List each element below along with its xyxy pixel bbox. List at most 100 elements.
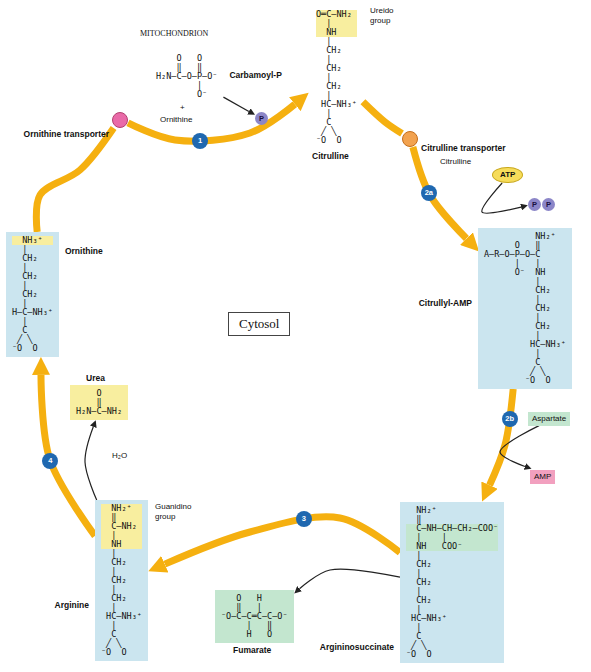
structure-row: | <box>12 263 53 272</box>
structure-row: O H <box>221 594 288 603</box>
step-number: 3 <box>296 511 312 527</box>
structure-row: ⁻O O <box>316 136 357 145</box>
structure-row: C <box>101 630 142 639</box>
structure-row: | <box>406 551 498 560</box>
structure-row: CH₂ <box>316 46 357 55</box>
aspartate-box: Aspartate <box>528 412 570 426</box>
step-holder: 3 <box>296 511 312 527</box>
structure-row: NH₂⁺ <box>101 504 142 513</box>
molecule-box: O H ‖ |⁻O—C—C═C—C—O⁻ | ‖ H OFumarate <box>215 590 294 643</box>
structure-row: ╱ ╲ <box>406 641 498 650</box>
structure-row: H₂N—C—O—P—O⁻ <box>156 72 217 81</box>
structure-row: C—NH—CH—CH₂—COO⁻ <box>406 524 498 533</box>
free-label: + <box>180 103 185 113</box>
structure-row: | <box>316 19 357 28</box>
side-arrow <box>500 426 539 467</box>
molecule-name: Urea <box>86 373 105 383</box>
outer-membrane <box>72 3 538 147</box>
structure-row: | <box>12 245 53 254</box>
molecule-name: Ornithine <box>65 246 103 256</box>
structure-row: NH₂⁺ <box>406 506 498 515</box>
structure-row: | <box>101 621 142 630</box>
molecule-name: Fumarate <box>233 645 271 655</box>
label-holder: Ornithine <box>160 115 192 125</box>
structure-row: | <box>484 349 566 358</box>
organelle-name: MITOCHONDRION <box>140 29 208 38</box>
molecule-name: Arginine <box>55 600 89 610</box>
structure-row: ⁻O O <box>484 376 566 385</box>
structure-row: ⁻O O <box>101 648 142 657</box>
molecule-name: Ornithine transporter <box>24 129 109 139</box>
structure-row: ⁻O O <box>12 344 53 353</box>
structure-row: NH <box>316 28 357 37</box>
molecule-box: NH₂⁺ O ‖A—R—O—P—O—C | | O⁻ NH | CH₂ | CH… <box>478 228 572 389</box>
name-holder: Fumarate <box>233 645 271 655</box>
structure-row: CH₂ <box>12 254 53 263</box>
molecule-name: Citrulline transporter <box>421 143 506 153</box>
crista <box>442 123 468 136</box>
structure-row: HC—NH₃⁺ <box>316 100 357 109</box>
free-label: Citrulline <box>440 157 471 167</box>
structure-row: | <box>406 623 498 632</box>
name-holder: Carbamoyl-P <box>229 70 281 80</box>
step-holder: 4 <box>42 453 58 469</box>
free-label: Guanidino group <box>155 502 201 522</box>
structure-row: | <box>101 549 142 558</box>
inner-membrane <box>83 13 527 137</box>
structure-row: CH₂ <box>101 594 142 603</box>
structure-row: | <box>101 585 142 594</box>
cycle-arrow <box>128 104 295 141</box>
structure-row: CH₂ <box>484 322 566 331</box>
structure-row: CH₂ <box>316 64 357 73</box>
structure-row: ‖ <box>406 515 498 524</box>
step-number: 2a <box>421 185 437 201</box>
structure-row: ‖ <box>101 513 142 522</box>
step-number: 1 <box>192 133 208 149</box>
structure-row: H O <box>221 630 288 639</box>
structure-row: CH₂ <box>12 272 53 281</box>
label-holder: Guanidino group <box>155 502 201 522</box>
molecule-structure: O═C—NH₂ | NH | CH₂ | CH₂ | CH₂ | HC—NH₃⁺… <box>310 6 363 149</box>
structure-row: HC—NH₃⁺ <box>484 340 566 349</box>
structure-row: C <box>484 358 566 367</box>
transporter-circle: Citrulline transporter <box>402 131 418 147</box>
step-holder: 1 <box>192 133 208 149</box>
pyrophosphate-pair: PP <box>528 198 555 211</box>
structure-row: ╱ ╲ <box>12 335 53 344</box>
name-holder: Urea <box>86 373 105 383</box>
name-holder: Citrullyl-AMP <box>419 298 472 308</box>
structure-row: CH₂ <box>101 558 142 567</box>
atp-oval: ATP <box>492 167 523 183</box>
molecule-name: Citrullyl-AMP <box>419 298 472 308</box>
box-label: Aspartate <box>532 414 566 424</box>
structure-row: O ‖ <box>484 241 566 250</box>
structure-row: ⁻O O <box>406 650 498 659</box>
molecule-box: NH₂⁺ ‖ C—NH₂ | NH | CH₂ | CH₂ | CH₂ | HC… <box>95 500 148 661</box>
structure-row: H—C—NH₃⁺ <box>12 308 53 317</box>
structure-row: C <box>316 118 357 127</box>
structure-row: C <box>12 326 53 335</box>
structure-row: | <box>484 295 566 304</box>
structure-row: | <box>406 605 498 614</box>
structure-row: ‖ <box>76 398 122 407</box>
structure-row: | <box>406 587 498 596</box>
structure-row: | <box>12 299 53 308</box>
compartment-box: Cytosol <box>228 312 290 336</box>
side-arrow <box>299 569 400 589</box>
structure-row: CH₂ <box>12 290 53 299</box>
structure-row: | <box>316 55 357 64</box>
structure-row: | <box>101 567 142 576</box>
cycle-arrow <box>36 128 113 232</box>
step-holder: 2b <box>502 411 518 427</box>
structure-row: CH₂ <box>406 596 498 605</box>
structure-row: ‖ ‖ <box>156 63 217 72</box>
structure-row: | <box>101 603 142 612</box>
structure-row: | <box>316 73 357 82</box>
label-holder: Citrulline <box>440 157 471 167</box>
phosphate-symbol: P <box>528 198 541 211</box>
cycle-arrow <box>165 517 400 564</box>
free-label: Ornithine <box>160 115 192 125</box>
crista <box>497 45 512 105</box>
structure-row: NH₃⁺ <box>12 236 53 245</box>
